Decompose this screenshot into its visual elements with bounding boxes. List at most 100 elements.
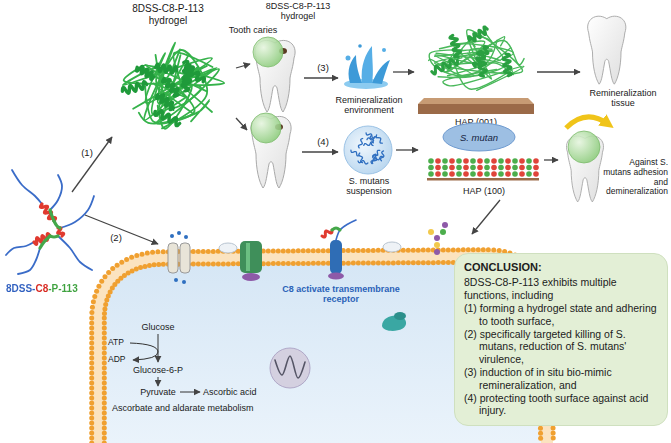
- bacterial-cell: [89, 326, 94, 331]
- hap-001-crystal: [429, 53, 505, 76]
- bacterial-cell: [471, 247, 476, 252]
- flow-arrow: [393, 71, 414, 72]
- hap-100-crystal: [435, 158, 441, 164]
- flow-arrow: [472, 200, 500, 234]
- bacterial-cell: [551, 435, 556, 440]
- hap-100-crystal: [484, 171, 490, 177]
- bacterial-cell: [102, 376, 107, 381]
- hap-100-crystal: [498, 165, 504, 171]
- bacterial-cell: [551, 430, 556, 435]
- bacterial-cell: [371, 248, 376, 253]
- bacterial-cell: [330, 240, 342, 274]
- bacterial-cell: [174, 278, 178, 282]
- peptide-molecule: [6, 242, 34, 255]
- bacterial-cell: [371, 260, 376, 265]
- hap-100-crystal: [470, 171, 476, 177]
- flow-arrow: [236, 118, 247, 130]
- pathway-arrow: [130, 334, 200, 392]
- bacterial-cell: [226, 261, 231, 266]
- hap-100-crystal: [533, 158, 539, 164]
- hap-001-crystal: [429, 27, 524, 90]
- hap-100-crystal: [498, 158, 504, 164]
- conclusion-box: CONCLUSION:8DSS-C8-P-113 exhibits multip…: [454, 253, 668, 426]
- bacterial-cell: [301, 248, 306, 253]
- bacterial-cell: [401, 248, 406, 253]
- bacterial-cell: [281, 248, 286, 253]
- bacterial-cell: [219, 243, 237, 253]
- bacterial-cell: [102, 431, 107, 436]
- figure-label: 8DSS-C8-P-113 hydrogel: [262, 1, 334, 22]
- hap-100-crystal: [456, 158, 462, 164]
- bacterial-cell: [271, 249, 276, 254]
- hap-100-crystal: [533, 171, 539, 177]
- hap-100-crystal: [463, 171, 469, 177]
- metabolite-label: Glucose-6-P: [128, 365, 188, 375]
- bacterial-cell: [161, 249, 166, 254]
- bacterial-cell: [446, 247, 451, 252]
- hap-100-crystal: [449, 165, 455, 171]
- bacterial-cell: [394, 312, 406, 320]
- bacterial-cell: [89, 366, 94, 371]
- bacterial-cell: [376, 248, 381, 253]
- bacterial-cell: [406, 248, 411, 253]
- metabolite-label: Pyruvate: [138, 387, 178, 397]
- flow-arrow: [544, 159, 558, 160]
- bacterial-cell: [89, 421, 94, 426]
- peptide-molecule: [60, 196, 94, 228]
- peptide-molecule: [58, 236, 92, 270]
- bacterial-cell: [428, 229, 434, 235]
- bacterial-cell: [168, 243, 178, 273]
- figure-label: Remineralization tissue: [578, 88, 668, 109]
- bacterial-cell: [102, 321, 107, 326]
- hap-100-crystal: [512, 171, 518, 177]
- peptide-molecule: [6, 170, 94, 274]
- flow-arrow: [236, 64, 250, 68]
- bacterial-cell: [322, 230, 332, 237]
- bacterial-cell: [486, 247, 491, 252]
- hap-100-crystal: [533, 165, 539, 171]
- bacterial-cell: [147, 263, 152, 268]
- bacterial-cell: [102, 326, 107, 331]
- bacterial-cell: [271, 261, 276, 266]
- step-number: (1): [79, 148, 95, 159]
- flow-arrow: [302, 151, 338, 152]
- bacterial-cell: [466, 247, 471, 252]
- hap-001-crystal: [435, 40, 497, 77]
- hap-100-crystal: [519, 158, 525, 164]
- bacterial-cell: [406, 260, 411, 265]
- flow-arrow: [72, 64, 580, 244]
- bacterial-cell: [296, 248, 301, 253]
- hap-100-crystal: [463, 165, 469, 171]
- bacterial-cell: [99, 279, 104, 284]
- bacterial-cell: [102, 356, 107, 361]
- bacterial-cell: [206, 262, 211, 267]
- bacterial-cell: [89, 356, 94, 361]
- bacterial-cell: [416, 260, 421, 265]
- bacterial-cell: [351, 261, 356, 266]
- pathway-label: Ascorbate and aldarate metabolism: [112, 403, 292, 413]
- bacterial-cell: [301, 261, 306, 266]
- bacterial-cell: [89, 436, 94, 441]
- bacterial-cell: [92, 294, 97, 299]
- bacterial-cell: [461, 247, 466, 252]
- hap-001-crystal: [473, 47, 488, 67]
- bacterial-cell: [89, 346, 94, 351]
- bacterial-cell: [321, 261, 326, 266]
- peptide-molecule: [12, 170, 42, 204]
- hydrogel-network: [144, 50, 207, 128]
- hap-100-crystal: [491, 165, 497, 171]
- bacterial-cell: [316, 248, 321, 253]
- bacteria-suspension: [358, 139, 362, 148]
- water-splash: [358, 44, 362, 48]
- hap-100-crystal: [463, 158, 469, 164]
- bacterial-cell: [89, 315, 94, 320]
- flow-arrow: [72, 137, 112, 192]
- bacterial-cell: [124, 257, 129, 262]
- bacterial-cell: [89, 431, 94, 436]
- bacterial-cell: [145, 251, 150, 256]
- step-number: (3): [313, 63, 333, 74]
- bacterial-cell: [89, 321, 94, 326]
- defense-arrow: [566, 117, 608, 128]
- bacterial-cell: [102, 386, 107, 391]
- bacterial-cell: [156, 262, 161, 267]
